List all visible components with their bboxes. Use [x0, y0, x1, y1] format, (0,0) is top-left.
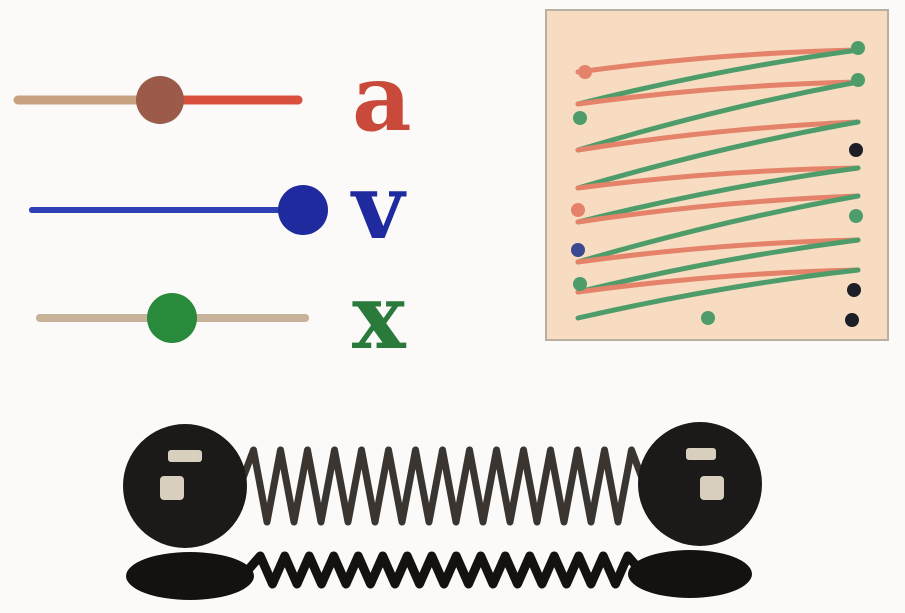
slider-a-knob[interactable] [136, 76, 184, 124]
trace-segment [575, 193, 861, 225]
trace-marker [578, 65, 592, 79]
spring-system [123, 422, 762, 600]
slider-v[interactable]: v [29, 154, 407, 260]
trace-segment [575, 47, 861, 75]
trace-panel [545, 9, 889, 341]
trace-marker [849, 143, 863, 157]
trace-segment [575, 237, 861, 265]
left-mass-shadow [126, 552, 254, 600]
slider-x[interactable]: x [36, 264, 407, 370]
slider-a-label: a [352, 44, 412, 152]
left-mass [123, 424, 247, 548]
trace-segment [575, 193, 861, 265]
trace-curves [575, 47, 861, 321]
trace-marker [849, 209, 863, 223]
trace-segment [575, 79, 861, 107]
slider-v-knob[interactable] [278, 185, 328, 235]
spring-shadow [244, 551, 644, 589]
trace-segment [575, 119, 861, 191]
right-mass-highlight [686, 448, 724, 500]
slider-x-label: x [352, 264, 407, 370]
trace-segment [575, 119, 861, 153]
trace-segment [575, 267, 861, 321]
trace-segment [575, 79, 861, 153]
slider-v-label: v [350, 154, 407, 260]
trace-segment [575, 47, 861, 107]
trace-marker [573, 277, 587, 291]
trace-markers [571, 41, 865, 327]
trace-marker [571, 243, 585, 257]
trace-marker [701, 311, 715, 325]
right-mass-shadow [628, 550, 752, 598]
left-mass-highlight [160, 450, 202, 500]
trace-marker [571, 203, 585, 217]
trace-marker [851, 73, 865, 87]
slider-a[interactable]: a [13, 44, 412, 152]
trace-marker [573, 111, 587, 125]
trace-segment [575, 165, 861, 225]
trace-marker [845, 313, 859, 327]
spring-coil [236, 446, 649, 526]
trace-segment [575, 267, 861, 295]
trace-marker [851, 41, 865, 55]
trace-segment [575, 237, 861, 295]
trace-segment [575, 165, 861, 191]
slider-x-knob[interactable] [147, 293, 197, 343]
trace-marker [847, 283, 861, 297]
